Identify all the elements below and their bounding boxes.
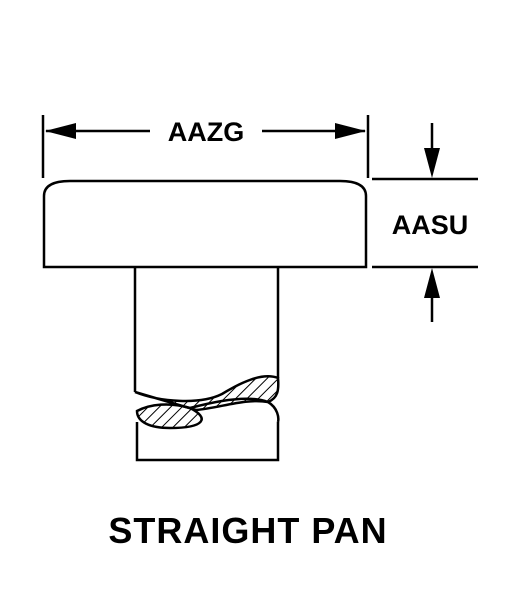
rivet-shank-lower: [135, 422, 280, 462]
break-curve-lower: [189, 397, 280, 423]
width-arrowhead-right: [335, 123, 366, 139]
height-arrowhead-bottom: [424, 268, 440, 298]
hatched-section-right: [134, 375, 280, 412]
height-dimension-label: AASU: [392, 210, 469, 240]
height-dimension: AASU: [372, 123, 478, 322]
diagram-caption: STRAIGHT PAN: [108, 510, 387, 551]
hatched-section-left: [135, 403, 203, 430]
rivet-head: [42, 179, 368, 269]
width-arrowhead-left: [45, 123, 76, 139]
height-arrowhead-top: [424, 148, 440, 178]
width-dimension: AAZG: [41, 115, 370, 178]
width-dimension-label: AAZG: [168, 117, 245, 147]
rivet-shank-upper: [133, 268, 280, 392]
shank-break-section: [134, 375, 280, 430]
